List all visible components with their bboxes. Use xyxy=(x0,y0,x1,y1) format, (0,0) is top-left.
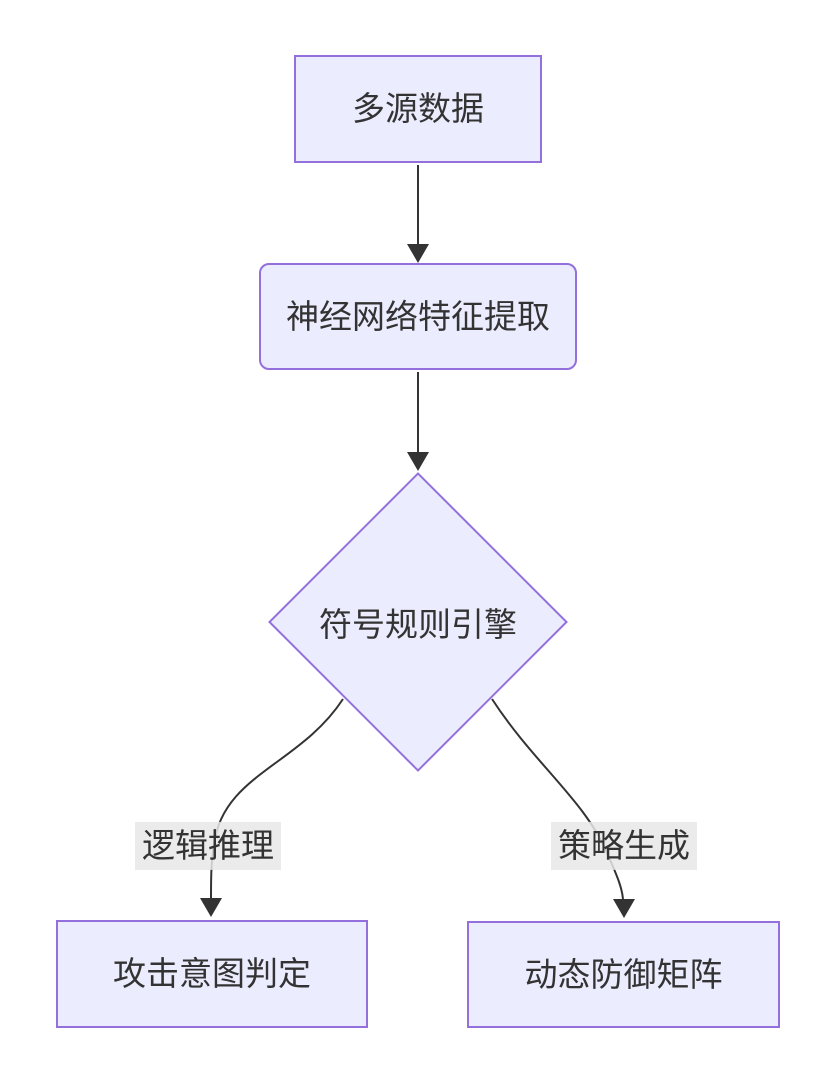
edge-neural-to-rule-engine xyxy=(407,372,429,471)
arrowhead-down-icon xyxy=(407,452,429,471)
node-multi-source-data: 多源数据 xyxy=(294,55,542,163)
edge-rule-engine-to-defense-matrix xyxy=(491,698,635,918)
node-dynamic-defense-matrix-label: 动态防御矩阵 xyxy=(524,955,723,993)
edge-rule-engine-to-attack-intent xyxy=(200,698,344,917)
node-symbolic-rule-engine-label: 符号规则引擎 xyxy=(319,606,517,643)
edge-label-strategy-generation: 策略生成 xyxy=(551,821,697,871)
node-neural-feature-extraction-label: 神经网络特征提取 xyxy=(286,297,550,335)
node-neural-feature-extraction: 神经网络特征提取 xyxy=(259,263,577,370)
node-dynamic-defense-matrix: 动态防御矩阵 xyxy=(467,921,780,1028)
node-attack-intent-decision: 攻击意图判定 xyxy=(56,920,368,1028)
arrowhead-down-icon xyxy=(407,244,429,263)
node-multi-source-data-label: 多源数据 xyxy=(352,90,484,128)
arrowhead-down-icon xyxy=(200,898,222,917)
arrowhead-down-icon xyxy=(613,899,635,918)
node-attack-intent-decision-label: 攻击意图判定 xyxy=(113,955,311,993)
edge-label-logical-reasoning: 逻辑推理 xyxy=(135,821,281,871)
edge-multi-source-to-neural xyxy=(407,165,429,263)
